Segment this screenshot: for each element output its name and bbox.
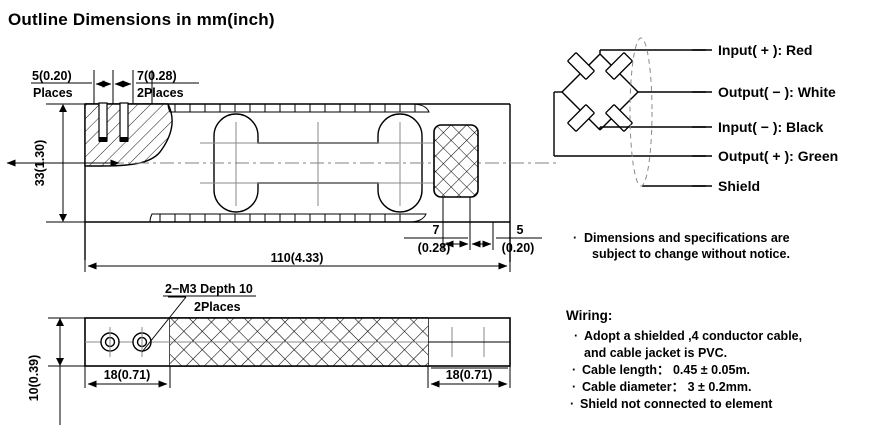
- dim-cable-offsets: [404, 197, 542, 250]
- bridge-arms: [561, 52, 639, 132]
- dim-label-right-18: 18(0.71): [446, 368, 493, 382]
- dim-label-end-offset-paren: (0.20): [502, 241, 535, 255]
- side-view-right-marks: [428, 327, 510, 357]
- wheatstone-bridge-diagram: [553, 37, 712, 187]
- dim-left-span-18: [84, 366, 171, 388]
- dim-label-left-18: 18(0.71): [104, 368, 151, 382]
- dim-label-end-offset-5: 5: [517, 223, 524, 237]
- wiring-heading: Wiring:: [566, 308, 612, 323]
- lead-label-dashes: [692, 49, 712, 187]
- wiring-item-5: Shield not connected to element: [580, 397, 773, 411]
- dim-overall-110: [84, 222, 511, 272]
- dim-label-33: 33(1.30): [33, 140, 47, 187]
- dim-height-33: [6, 103, 120, 223]
- top-view-beam-cutout: [213, 113, 423, 213]
- thread-places-label: 2Places: [194, 300, 241, 314]
- disclaimer-line-1: Dimensions and specifications are: [584, 231, 790, 245]
- dim-label-10: 10(0.39): [27, 355, 41, 402]
- wiring-item-4: Cable diameter： 3 ± 0.2mm.: [582, 380, 751, 394]
- dim-label-7-028: 7(0.28): [137, 69, 177, 83]
- dim-label-right-places: 2Places: [137, 86, 184, 100]
- dim-label-cable-offset-paren: (0.28): [418, 241, 451, 255]
- thread-callout-leader: [141, 295, 256, 353]
- top-view-mounting-holes: [98, 102, 129, 142]
- text-layer: 5(0.20) Places 7(0.28) 2Places 33(1.30) …: [27, 42, 838, 411]
- dim-thickness-10: [48, 317, 170, 425]
- wire-label-input-positive: Input( + ): Red: [718, 42, 813, 58]
- wiring-bullet-3: ·: [572, 363, 576, 377]
- wiring-bullet-1: ·: [574, 329, 578, 343]
- wire-label-output-positive: Output( + ): Green: [718, 148, 838, 164]
- dim-label-cable-offset-7: 7: [433, 223, 440, 237]
- dim-label-5-020: 5(0.20): [32, 69, 72, 83]
- top-view-cutout-center-marks: [200, 122, 440, 206]
- wire-label-input-negative: Input( − ): Black: [718, 119, 824, 135]
- wiring-item-3: Cable length： 0.45 ± 0.05m.: [582, 363, 750, 377]
- dim-label-110: 110(4.33): [271, 251, 324, 265]
- disclaimer-line-2: subject to change without notice.: [592, 247, 790, 261]
- dim-right-span-18: [427, 366, 511, 388]
- page-title: Outline Dimensions in mm(inch): [8, 10, 275, 29]
- wire-label-shield: Shield: [718, 178, 760, 194]
- wiring-bullet-5: ·: [570, 397, 574, 411]
- top-view-cable-boot: [433, 124, 479, 198]
- thread-callout-label: 2−M3 Depth 10: [165, 282, 253, 296]
- dim-label-left-places: Places: [33, 86, 73, 100]
- wiring-item-1: Adopt a shielded ,4 conductor cable,: [584, 329, 802, 343]
- disclaimer-bullet: ·: [573, 231, 577, 245]
- load-cell-side-view: [48, 295, 511, 425]
- wiring-bullet-4: ·: [572, 380, 576, 394]
- wiring-item-2: and cable jacket is PVC.: [584, 346, 727, 360]
- load-cell-top-view: [6, 70, 560, 272]
- cable-sheath-outline: [629, 37, 653, 187]
- wire-label-output-negative: Output( − ): White: [718, 84, 836, 100]
- top-view-serrated-edges: [149, 103, 430, 223]
